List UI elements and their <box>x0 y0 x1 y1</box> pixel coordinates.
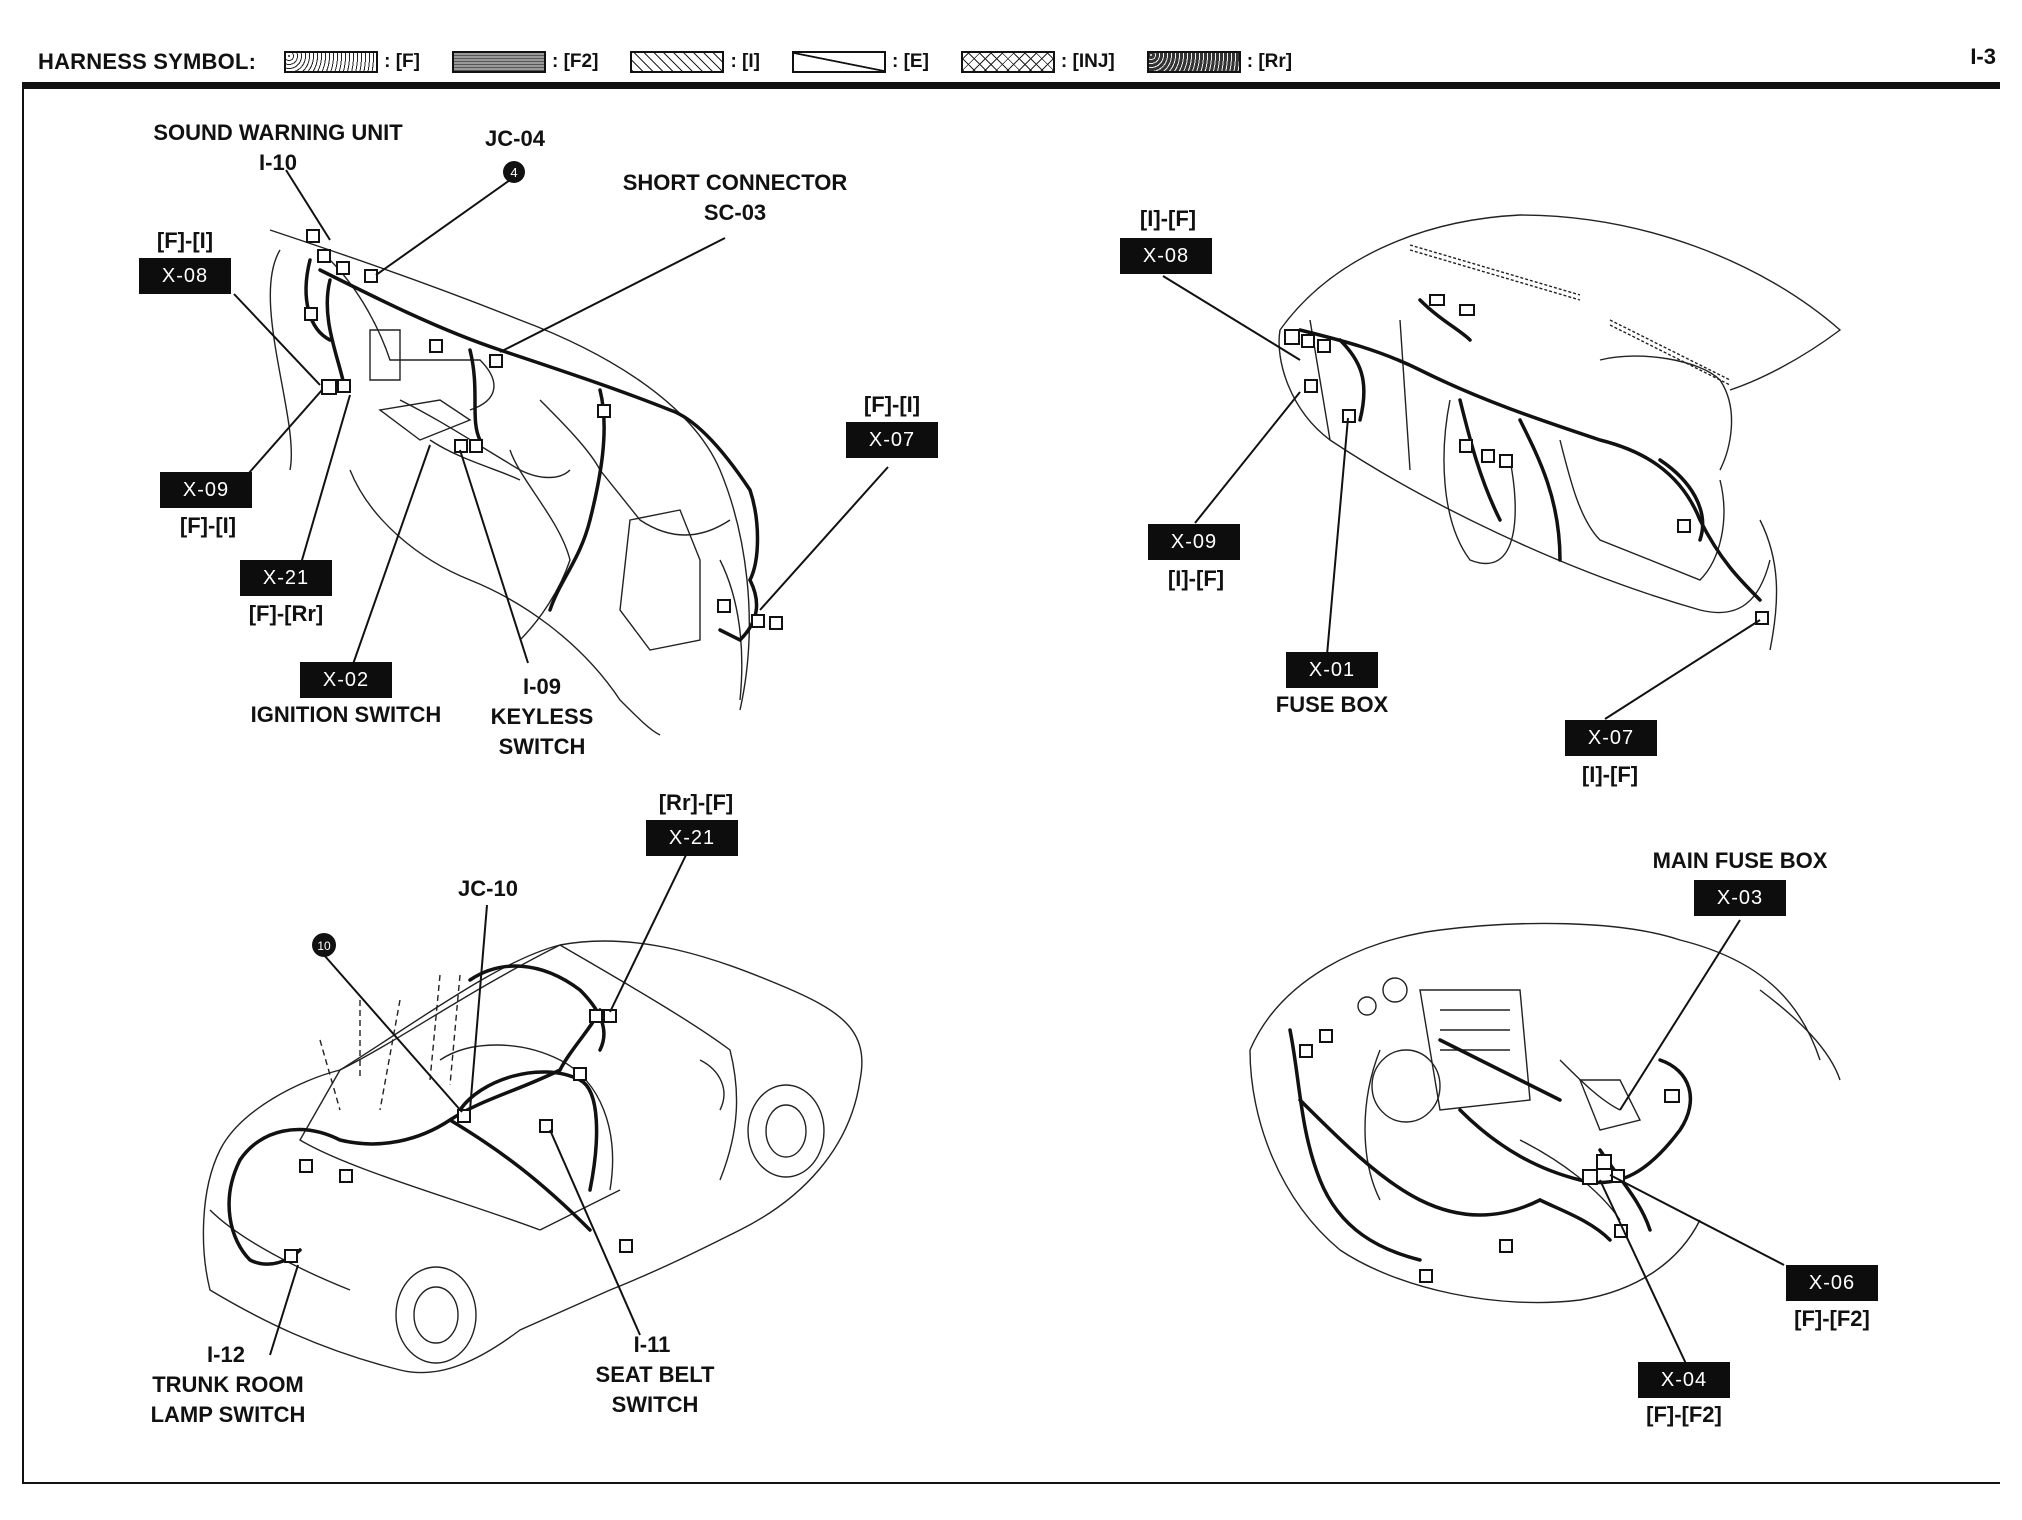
label-fuse-box: FUSE BOX <box>1275 692 1389 717</box>
connector-box-x07-left: X-07 <box>846 422 938 458</box>
dash-harness-drawing-right <box>1162 214 1842 720</box>
harness-x08-right: [I]-[F] <box>1139 206 1197 231</box>
harness-x08-left: [F]-[I] <box>156 228 214 253</box>
label-short-connector-code: SC-03 <box>703 200 767 225</box>
label-short-connector: SHORT CONNECTOR <box>622 170 848 195</box>
harness-x21-bottom: [Rr]-[F] <box>658 790 734 815</box>
header-rule <box>22 82 2000 89</box>
connector-box-x06: X-06 <box>1786 1265 1878 1301</box>
junction-marker-4 <box>503 161 525 183</box>
harness-x04: [F]-[F2] <box>1646 1402 1722 1427</box>
connector-box-x01: X-01 <box>1286 652 1378 688</box>
connector-box-x21-bottom: X-21 <box>646 820 738 856</box>
legend-item-Rr: : [Rr] <box>1146 51 1293 73</box>
pattern-swatch-F2 <box>452 51 546 73</box>
car-body-drawing: 10 <box>202 854 863 1374</box>
svg-text:4: 4 <box>510 165 517 180</box>
label-keyless-code: I-09 <box>523 674 561 699</box>
legend-code: : [F] <box>384 51 420 72</box>
legend-code: : [F2] <box>552 51 599 72</box>
connector-box-x08-left: X-08 <box>139 258 231 294</box>
label-trunk-line2: LAMP SWITCH <box>150 1402 306 1427</box>
harness-x09-left: [F]-[I] <box>179 513 237 538</box>
junction-marker-10 <box>312 933 336 957</box>
label-keyless-line1: KEYLESS <box>490 704 594 729</box>
harness-x07-right: [I]-[F] <box>1581 762 1639 787</box>
legend-item-INJ: : [INJ] <box>960 51 1115 73</box>
svg-text:10: 10 <box>317 939 331 953</box>
connector-box-x09-left: X-09 <box>160 472 252 508</box>
harness-x06: [F]-[F2] <box>1794 1306 1870 1331</box>
harness-x09-right: [I]-[F] <box>1167 566 1225 591</box>
legend-code: : [E] <box>891 51 929 72</box>
pattern-swatch-E <box>791 51 886 73</box>
connector-box-x03: X-03 <box>1694 880 1786 916</box>
legend-item-F2: : [F2] <box>452 51 598 73</box>
connector-box-x04: X-04 <box>1638 1362 1730 1398</box>
page-number: I-3 <box>1970 44 1996 69</box>
label-trunk-line1: TRUNK ROOM <box>152 1372 304 1397</box>
pattern-swatch-INJ <box>960 51 1055 73</box>
frame-left-rule <box>22 89 24 1484</box>
legend-title: HARNESS SYMBOL: <box>38 49 257 74</box>
legend-code: : [INJ] <box>1060 51 1115 72</box>
connector-box-x21-left: X-21 <box>240 560 332 596</box>
pattern-swatch-I <box>630 51 725 73</box>
label-jc10: JC-10 <box>458 876 518 901</box>
connector-box-x02: X-02 <box>300 662 392 698</box>
label-seat-belt-code: I-11 <box>633 1332 671 1357</box>
harness-symbol-legend: HARNESS SYMBOL: : [F] : [F2] : [I] : [E]… <box>38 44 1324 80</box>
engine-bay-drawing <box>1249 919 1841 1369</box>
legend-code: : [Rr] <box>1246 51 1293 72</box>
label-seat-belt-line1: SEAT BELT <box>595 1362 715 1387</box>
legend-item-I: : [I] <box>630 51 760 73</box>
label-main-fuse-box: MAIN FUSE BOX <box>1652 848 1828 873</box>
legend-item-E: : [E] <box>791 51 929 73</box>
label-jc04: JC-04 <box>485 126 545 151</box>
pattern-swatch-F <box>284 51 379 73</box>
pattern-swatch-Rr <box>1146 51 1241 73</box>
label-sound-warning-code: I-10 <box>259 150 297 175</box>
label-ignition-switch: IGNITION SWITCH <box>250 702 442 727</box>
connector-box-x07-right: X-07 <box>1565 720 1657 756</box>
connector-box-x09-right: X-09 <box>1148 524 1240 560</box>
frame-bottom-rule <box>22 1482 2000 1484</box>
harness-x07-left: [F]-[I] <box>863 392 921 417</box>
dash-harness-drawing-left: 4 <box>233 161 889 736</box>
harness-x21-left: [F]-[Rr] <box>248 601 324 626</box>
connector-box-x08-right: X-08 <box>1120 238 1212 274</box>
label-keyless-line2: SWITCH <box>498 734 586 759</box>
label-sound-warning-unit: SOUND WARNING UNIT <box>153 120 403 145</box>
legend-code: : [I] <box>730 51 760 72</box>
legend-item-F: : [F] <box>284 51 420 73</box>
label-trunk-code: I-12 <box>207 1342 245 1367</box>
label-seat-belt-line2: SWITCH <box>611 1392 699 1417</box>
